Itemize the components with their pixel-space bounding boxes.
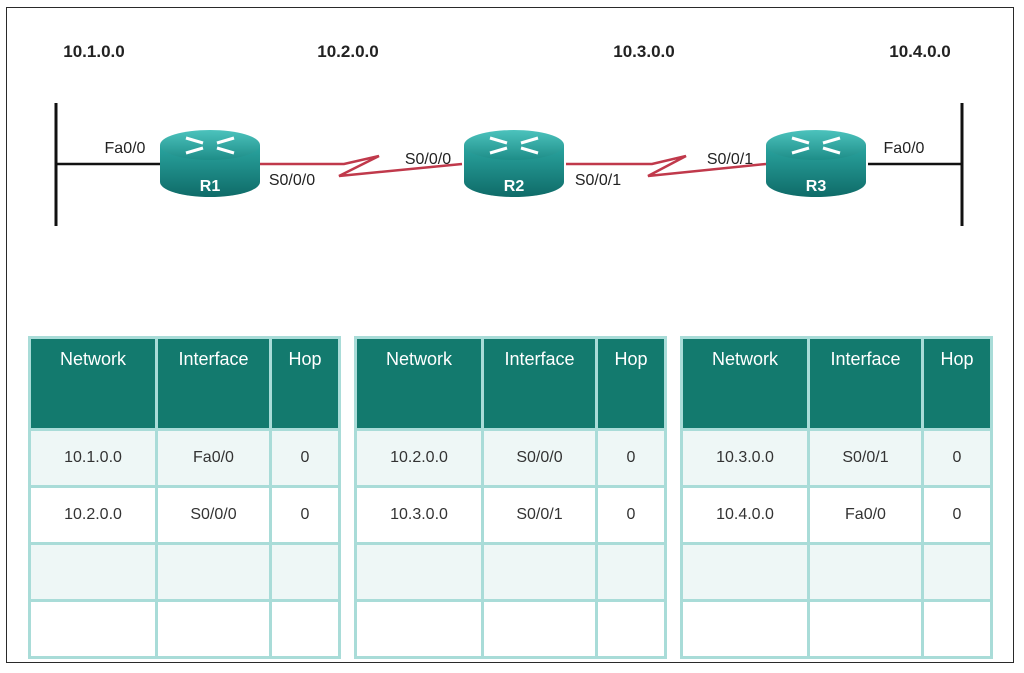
serial-link-r1-r2 xyxy=(260,154,463,178)
column-header-interface: Interface xyxy=(810,339,921,428)
column-header-hop: Hop xyxy=(272,339,338,428)
cell-network xyxy=(683,545,807,599)
router-icon[interactable]: R2 xyxy=(464,130,564,197)
cell-hop xyxy=(272,545,338,599)
cell-hop: 0 xyxy=(598,488,664,542)
cell-network: 10.4.0.0 xyxy=(683,488,807,542)
cell-network: 10.3.0.0 xyxy=(357,488,481,542)
cell-network xyxy=(683,602,807,656)
router-icon[interactable]: R1 xyxy=(160,130,260,197)
cell-hop xyxy=(924,602,990,656)
cell-hop xyxy=(598,602,664,656)
column-header-interface: Interface xyxy=(484,339,595,428)
network-label: 10.2.0.0 xyxy=(317,42,378,61)
column-header-hop: Hop xyxy=(598,339,664,428)
table-row xyxy=(683,545,990,599)
cell-network: 10.2.0.0 xyxy=(357,431,481,485)
cell-interface: Fa0/0 xyxy=(810,488,921,542)
table-header-row: Network Interface Hop xyxy=(31,339,338,428)
interface-label: Fa0/0 xyxy=(884,140,925,157)
column-header-network: Network xyxy=(683,339,807,428)
router-name: R1 xyxy=(200,178,221,195)
column-header-hop: Hop xyxy=(924,339,990,428)
cell-hop: 0 xyxy=(272,488,338,542)
cell-interface: S0/0/1 xyxy=(484,488,595,542)
router-icon[interactable]: R3 xyxy=(766,130,866,197)
cell-hop: 0 xyxy=(924,431,990,485)
table-row xyxy=(683,602,990,656)
cell-network: 10.3.0.0 xyxy=(683,431,807,485)
cell-hop: 0 xyxy=(924,488,990,542)
interface-label: S0/0/0 xyxy=(405,151,451,168)
serial-link-r2-r3 xyxy=(566,154,767,178)
table-row xyxy=(31,545,338,599)
cell-network xyxy=(357,602,481,656)
cell-interface xyxy=(158,602,269,656)
column-header-network: Network xyxy=(357,339,481,428)
cell-interface xyxy=(484,602,595,656)
cell-hop xyxy=(924,545,990,599)
cell-network: 10.2.0.0 xyxy=(31,488,155,542)
cell-interface: Fa0/0 xyxy=(158,431,269,485)
cell-network xyxy=(31,545,155,599)
table-row xyxy=(31,602,338,656)
cell-interface: S0/0/1 xyxy=(810,431,921,485)
interface-label: S0/0/1 xyxy=(575,172,621,189)
table-row xyxy=(357,545,664,599)
interface-label: S0/0/0 xyxy=(269,172,315,189)
column-header-interface: Interface xyxy=(158,339,269,428)
network-topology: 10.1.0.0 10.2.0.0 10.3.0.0 10.4.0.0 R1 R… xyxy=(54,42,964,226)
cell-network xyxy=(357,545,481,599)
cell-interface xyxy=(810,545,921,599)
cell-hop: 0 xyxy=(598,431,664,485)
router-name: R3 xyxy=(806,178,827,195)
table-row xyxy=(357,602,664,656)
routing-table-r3: Network Interface Hop 10.3.0.0 S0/0/1 0 … xyxy=(680,336,993,659)
table-header-row: Network Interface Hop xyxy=(357,339,664,428)
cell-hop: 0 xyxy=(272,431,338,485)
table-header-row: Network Interface Hop xyxy=(683,339,990,428)
table-row: 10.2.0.0 S0/0/0 0 xyxy=(31,488,338,542)
table-row: 10.2.0.0 S0/0/0 0 xyxy=(357,431,664,485)
interface-label: S0/0/1 xyxy=(707,151,753,168)
table-row: 10.1.0.0 Fa0/0 0 xyxy=(31,431,338,485)
cell-hop xyxy=(272,602,338,656)
cell-interface xyxy=(158,545,269,599)
network-label: 10.1.0.0 xyxy=(63,42,124,61)
cell-interface: S0/0/0 xyxy=(484,431,595,485)
network-label: 10.3.0.0 xyxy=(613,42,674,61)
column-header-network: Network xyxy=(31,339,155,428)
table-row: 10.4.0.0 Fa0/0 0 xyxy=(683,488,990,542)
cell-network: 10.1.0.0 xyxy=(31,431,155,485)
table-row: 10.3.0.0 S0/0/1 0 xyxy=(357,488,664,542)
cell-interface: S0/0/0 xyxy=(158,488,269,542)
cell-network xyxy=(31,602,155,656)
routing-table-r1: Network Interface Hop 10.1.0.0 Fa0/0 0 1… xyxy=(28,336,341,659)
network-label: 10.4.0.0 xyxy=(889,42,950,61)
cell-interface xyxy=(810,602,921,656)
router-name: R2 xyxy=(504,178,525,195)
table-row: 10.3.0.0 S0/0/1 0 xyxy=(683,431,990,485)
interface-label: Fa0/0 xyxy=(105,140,146,157)
routing-table-r2: Network Interface Hop 10.2.0.0 S0/0/0 0 … xyxy=(354,336,667,659)
cell-interface xyxy=(484,545,595,599)
cell-hop xyxy=(598,545,664,599)
